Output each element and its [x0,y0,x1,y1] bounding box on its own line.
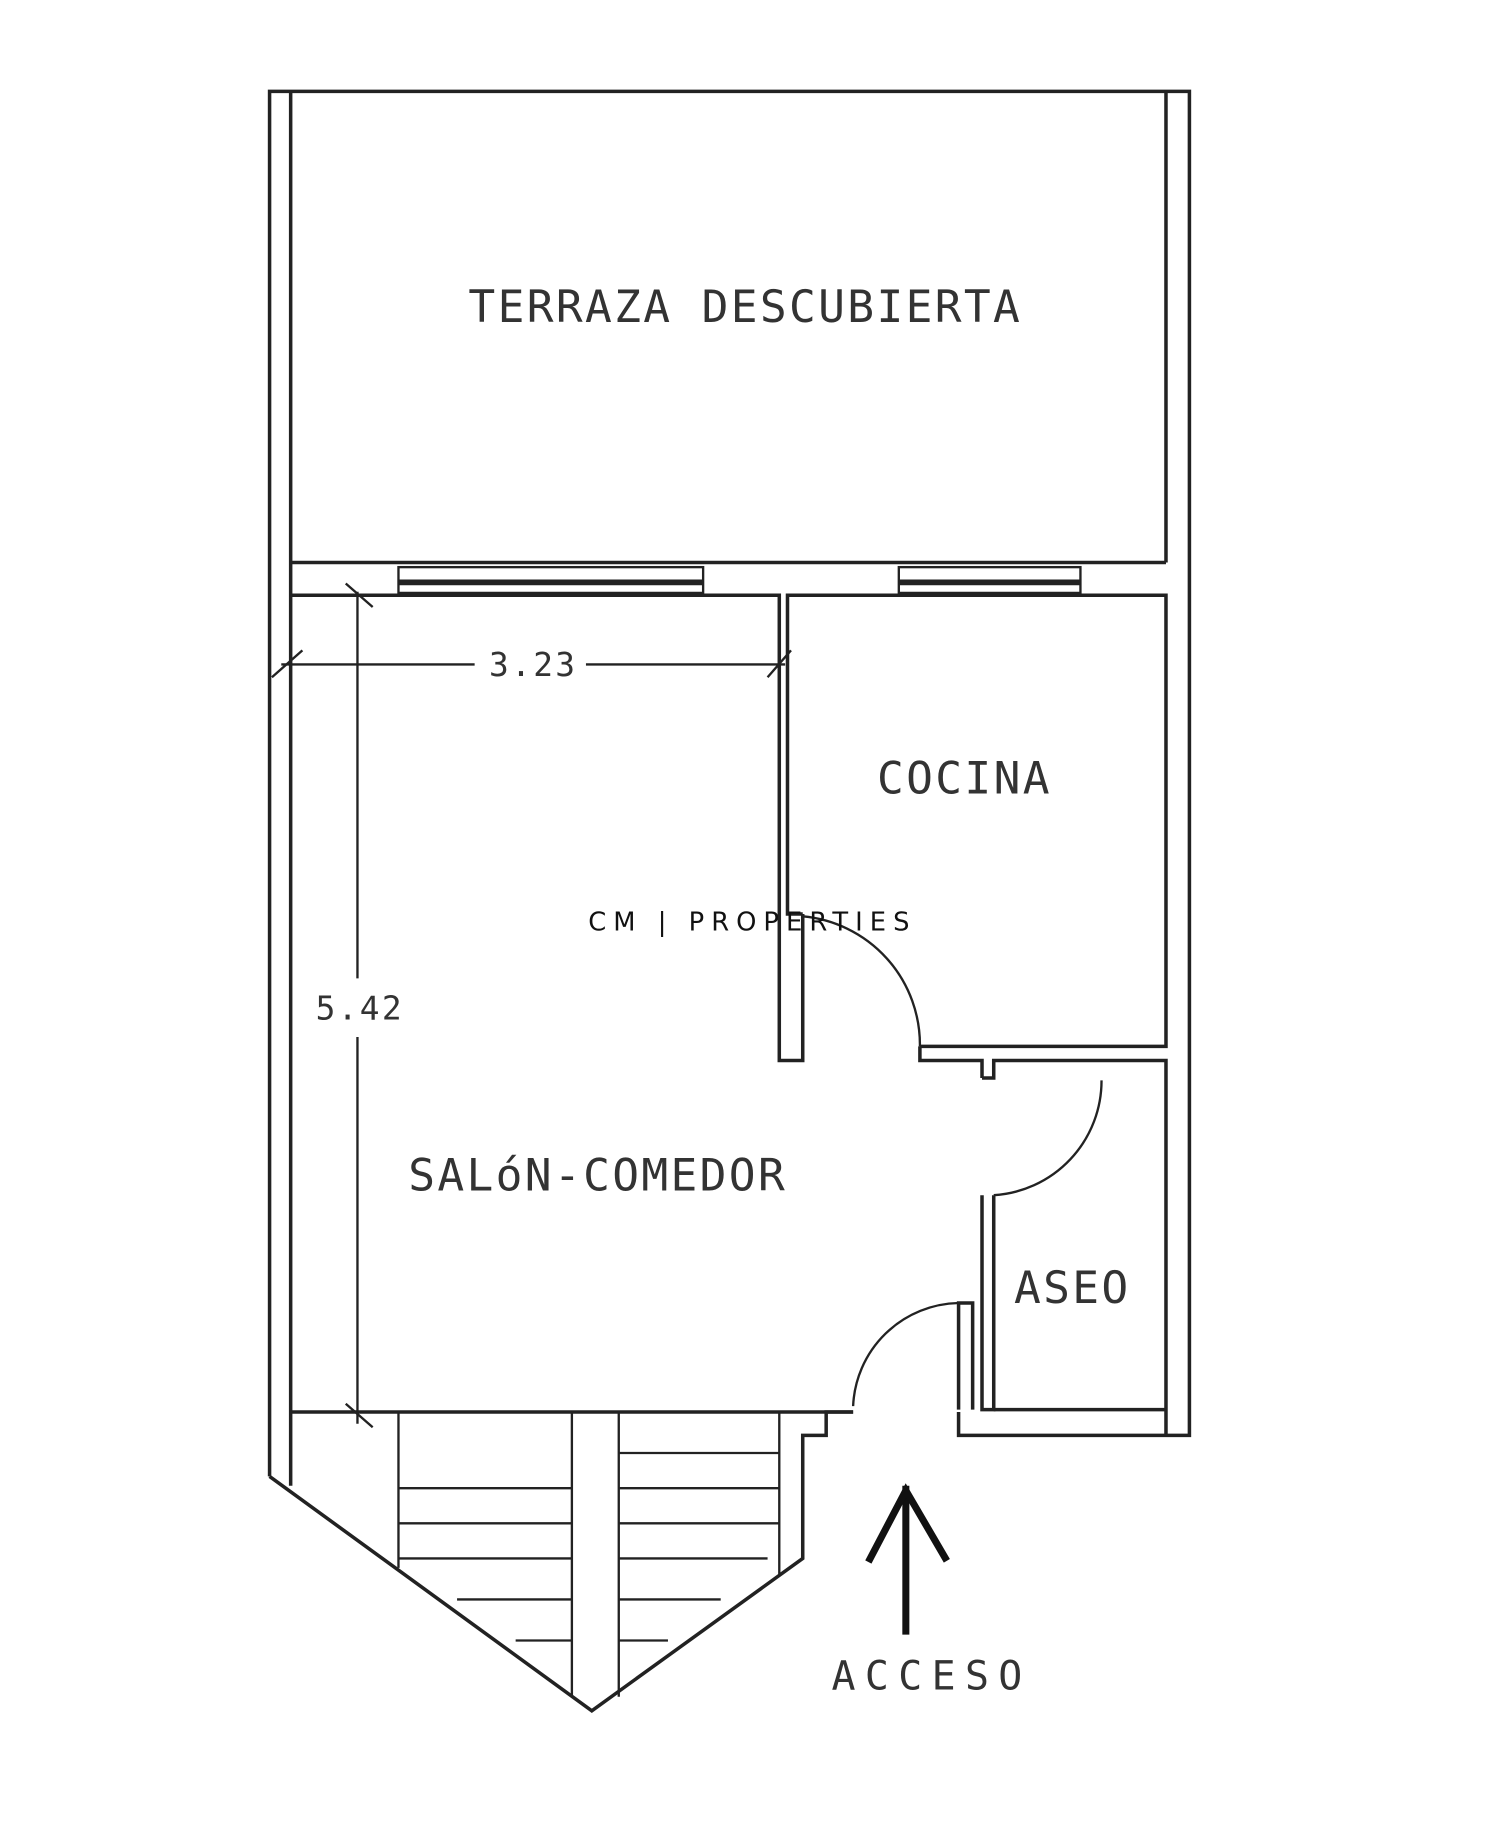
dimension-length-label: 5.42 [316,989,404,1027]
room-label-terraza: TERRAZA DESCUBIERTA [468,282,1022,333]
window-salon [397,565,705,595]
aseo-walls [918,1046,1168,1436]
dimension-width-label: 3.23 [489,646,577,684]
door-aseo [993,1080,1103,1197]
window-cocina [897,565,1082,595]
watermark: CM | PROPERTIES [588,907,916,937]
outer-walls [267,89,1192,1713]
dimension-length: 5.42 [316,582,404,1429]
staircase [397,1411,781,1697]
cocina-walls [785,593,1168,1049]
door-entry [851,1301,975,1410]
access-label: ACCESO [832,1654,1032,1700]
room-label-aseo: ASEO [1014,1263,1131,1314]
access-arrow-icon [865,1483,950,1635]
dimension-width: 3.23 [271,646,792,684]
room-label-cocina: COCINA [877,753,1052,804]
door-cocina [801,913,922,1047]
room-label-salon: SALóN-COMEDOR [408,1151,787,1202]
